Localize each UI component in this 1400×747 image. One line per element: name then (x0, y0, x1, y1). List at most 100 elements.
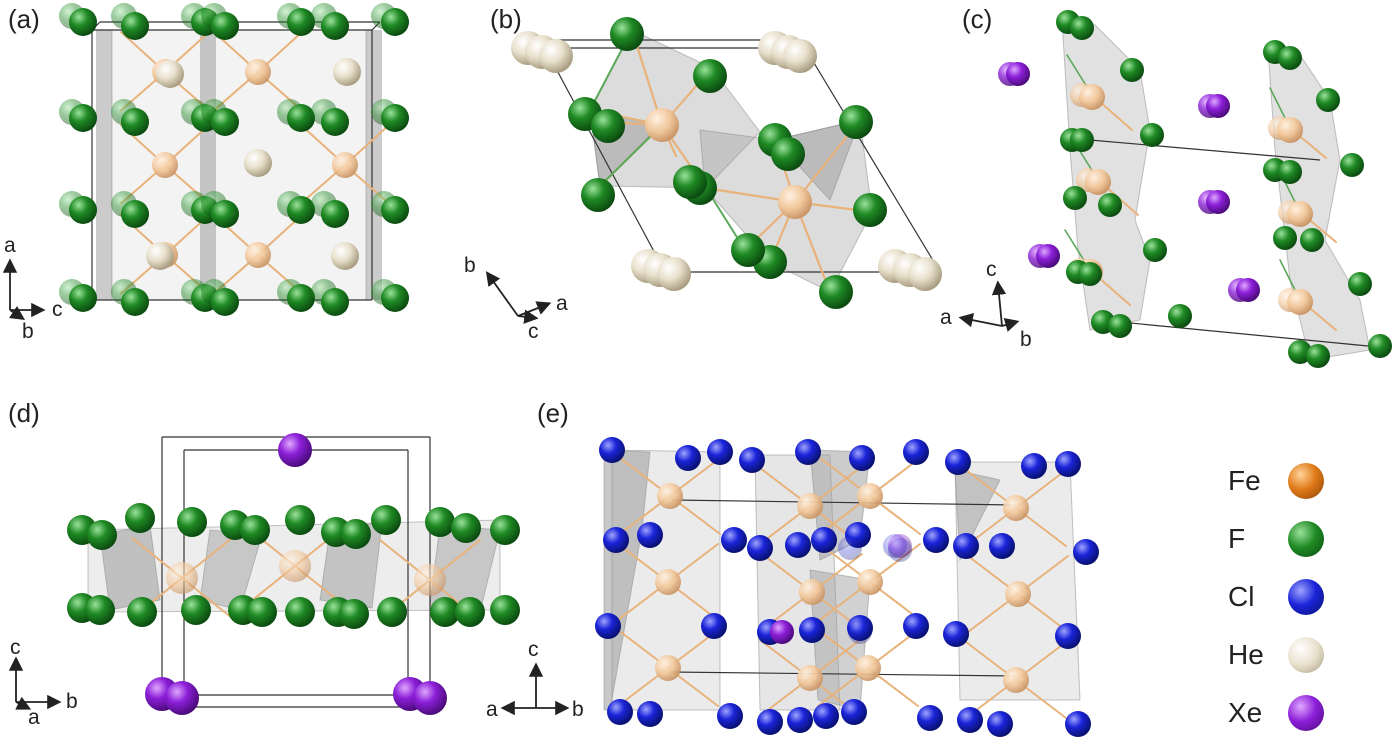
f-atom (287, 196, 315, 224)
f-atom (1288, 340, 1312, 364)
legend-label-f: F (1228, 523, 1246, 554)
f-atom (381, 104, 409, 132)
axis-arrow (991, 280, 1007, 327)
f-atom (1140, 123, 1164, 147)
he-atom (539, 39, 573, 73)
cl-atom (811, 527, 837, 553)
axis-label: a (4, 234, 16, 257)
f-atom (321, 200, 349, 228)
f-atom (1098, 193, 1122, 217)
cl-atom (675, 445, 701, 471)
axis-label: b (22, 320, 34, 343)
f-atom (287, 284, 315, 312)
cl-atom (903, 439, 929, 465)
he-atom-swatch (1288, 637, 1324, 673)
xe-atom-swatch (1288, 695, 1324, 731)
cl-atom-swatch (1288, 579, 1324, 615)
octahedron-face (366, 30, 382, 300)
f-atom (69, 196, 97, 224)
f-atom (490, 515, 520, 545)
f-atom (693, 59, 727, 93)
fe-atom (245, 59, 271, 85)
cl-atom (953, 533, 979, 559)
cl-atom (637, 522, 663, 548)
axis-label: c (528, 638, 539, 661)
f-atom (121, 200, 149, 228)
he-atom (331, 242, 359, 270)
fe-atom (797, 493, 823, 519)
cl-atom (795, 439, 821, 465)
f-atom (287, 8, 315, 36)
f-atom (69, 8, 97, 36)
f-atom (1306, 344, 1330, 368)
f-atom (1070, 128, 1094, 152)
f-atom (285, 505, 315, 535)
f-atom (127, 597, 157, 627)
octahedron-face (603, 449, 651, 711)
f-atom (1063, 186, 1087, 210)
f-atom (1143, 238, 1167, 262)
he-atom (244, 149, 272, 177)
axis-arrow (958, 313, 1003, 328)
unit-cell-edge (544, 47, 666, 273)
f-atom (121, 288, 149, 316)
fe-atom (1003, 495, 1029, 521)
cl-atom (607, 699, 633, 725)
f-atom (321, 108, 349, 136)
f-atom (1168, 304, 1192, 328)
fe-atom-swatch (1288, 463, 1324, 499)
f-atom (1316, 88, 1340, 112)
fe-atom (645, 108, 679, 142)
axis-label: b (464, 254, 476, 277)
octahedron-face (200, 30, 216, 300)
he-atom (908, 257, 942, 291)
element-legend: Fe F Cl He Xe (1228, 452, 1324, 742)
panel-label-c: (c) (962, 4, 993, 34)
cl-atom (637, 701, 663, 727)
axis-arrow (1001, 318, 1020, 332)
xe-atom (278, 433, 312, 467)
cl-atom (799, 617, 825, 643)
f-atom-swatch (1288, 521, 1324, 557)
cl-atom (701, 613, 727, 639)
f-atom (181, 595, 211, 625)
cl-atom (945, 449, 971, 475)
f-atom (121, 108, 149, 136)
f-atom (285, 597, 315, 627)
xe-atom (1206, 190, 1230, 214)
fe-atom (152, 152, 178, 178)
f-atom (430, 597, 460, 627)
f-atom (839, 105, 873, 139)
xe-atom (413, 681, 447, 715)
unit-cell-edge (1089, 139, 1321, 161)
fe-atom (1085, 169, 1111, 195)
legend-item-cl: Cl (1228, 568, 1324, 626)
unit-cell-edge (804, 47, 941, 273)
panel-label-d: (d) (8, 398, 40, 428)
f-atom (819, 275, 853, 309)
fe-atom (797, 665, 823, 691)
cl-atom (848, 620, 872, 644)
f-atom (1340, 153, 1364, 177)
xe-atom (1236, 278, 1260, 302)
f-atom (339, 599, 369, 629)
f-atom (591, 109, 625, 143)
fe-atom (414, 564, 446, 596)
fe-atom (655, 569, 681, 595)
cl-atom (739, 447, 765, 473)
fe-atom (655, 655, 681, 681)
cl-atom (838, 536, 862, 560)
cl-atom (987, 711, 1013, 737)
f-atom (1278, 46, 1302, 70)
he-atom (156, 60, 184, 88)
f-atom (69, 104, 97, 132)
unit-cell-edge (1119, 321, 1369, 347)
axis-label: c (986, 258, 997, 281)
f-atom (490, 595, 520, 625)
cl-atom (917, 705, 943, 731)
cl-atom (1021, 453, 1047, 479)
fe-atom (332, 152, 358, 178)
f-atom (1278, 160, 1302, 184)
f-atom (381, 196, 409, 224)
fe-atom (1277, 117, 1303, 143)
